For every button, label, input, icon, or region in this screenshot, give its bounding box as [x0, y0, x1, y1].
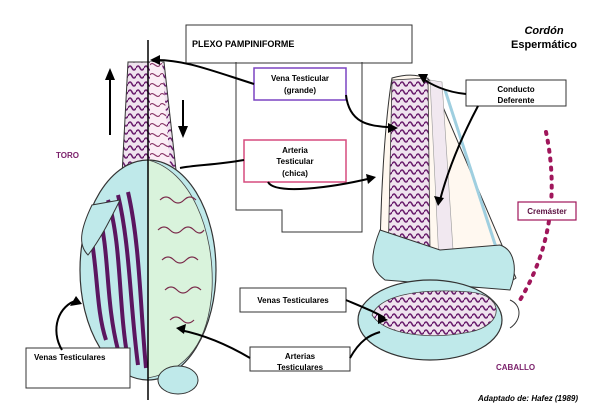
arteria-testicular-label-2: Testicular — [276, 157, 313, 166]
vena-testicular-label-2: (grande) — [284, 86, 316, 95]
venas-testiculares-left-label: Venas Testiculares — [34, 353, 106, 362]
arterias-testiculares-label-2: Testiculares — [277, 363, 324, 372]
bull-testis-illustration — [80, 40, 216, 400]
arteria-testicular-label-3: (chica) — [282, 169, 308, 178]
arterias-testiculares-label-1: Arterias — [285, 352, 316, 361]
title-line-2: Espermático — [511, 39, 577, 51]
credit-label: Adaptado de: Hafez (1989) — [477, 394, 578, 403]
venas-testiculares-right-label: Venas Testiculares — [257, 296, 329, 305]
plexo-pampiniforme-label: PLEXO PAMPINIFORME — [192, 39, 294, 49]
title-line-1: Cordón — [524, 25, 563, 37]
cremaster-label: Cremáster — [527, 207, 567, 216]
vena-testicular-box — [254, 68, 346, 100]
toro-label: TORO — [56, 151, 79, 160]
arteria-testicular-label-1: Arteria — [282, 146, 308, 155]
vena-testicular-label-1: Vena Testicular — [271, 74, 329, 83]
conducto-deferente-label-2: Deferente — [498, 96, 535, 105]
caballo-label: CABALLO — [496, 363, 535, 372]
conducto-deferente-label-1: Conducto — [497, 85, 534, 94]
